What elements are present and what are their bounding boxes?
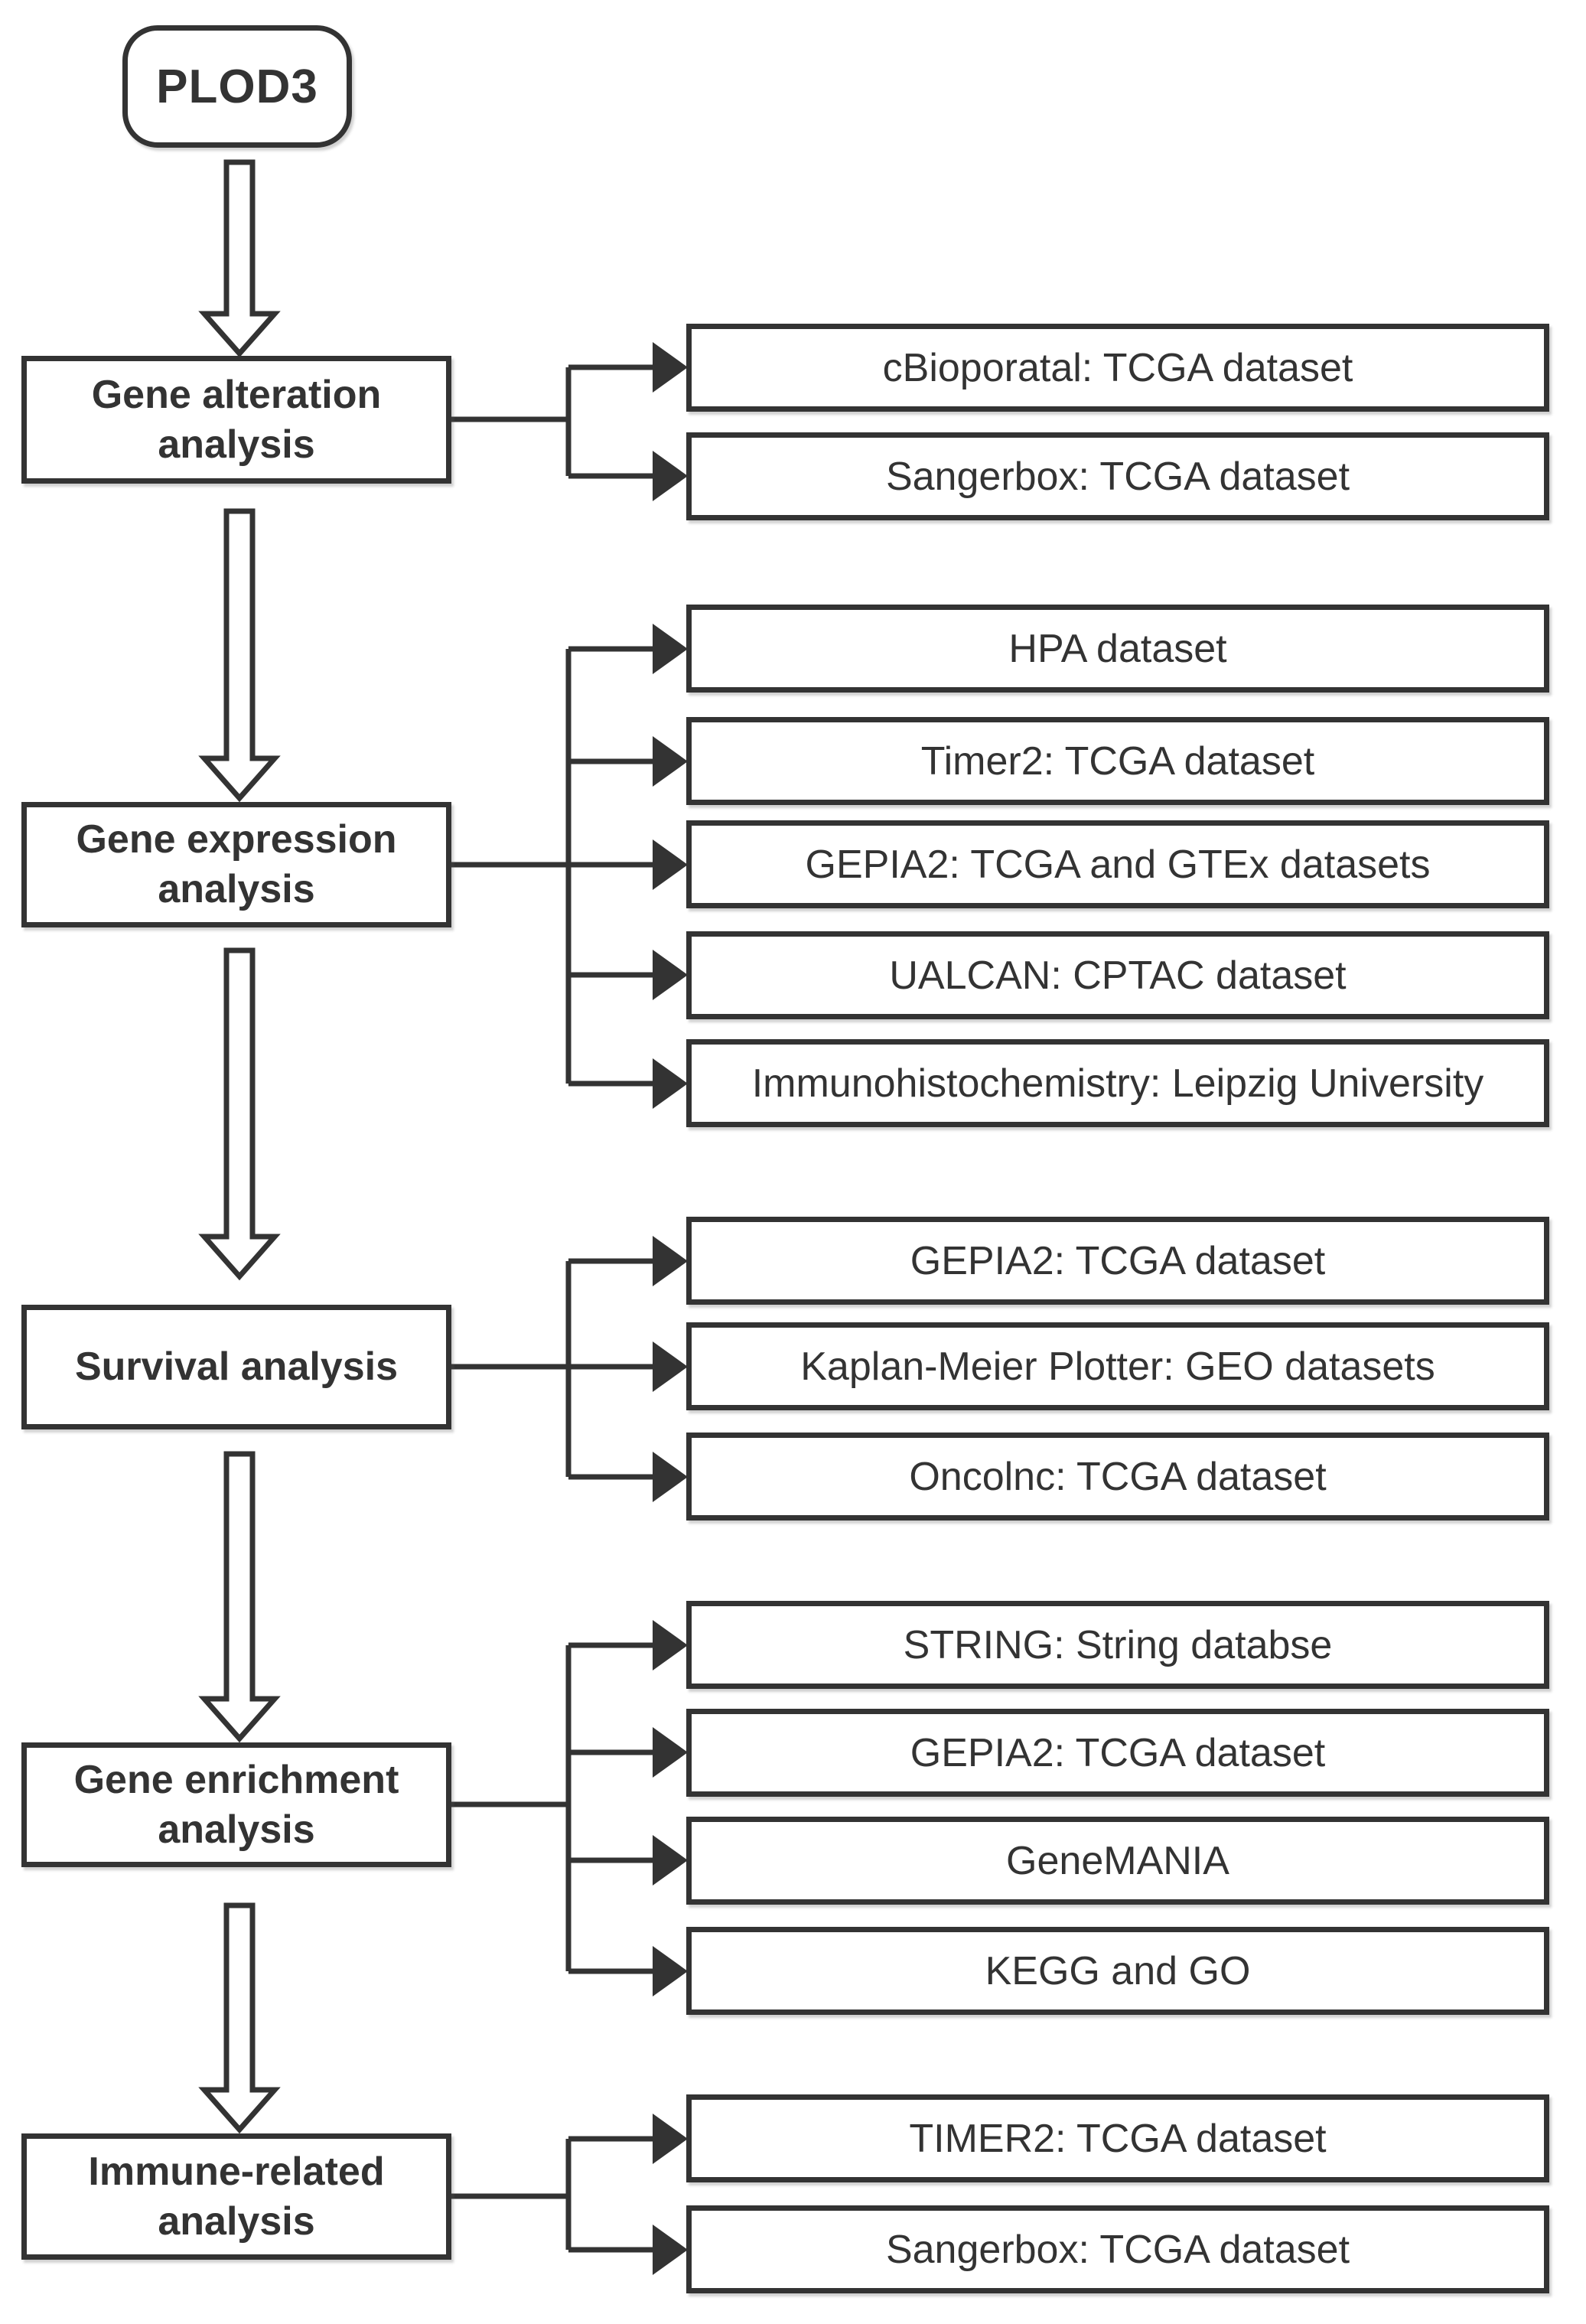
output-box-timer2-tcga: Timer2: TCGA dataset	[686, 717, 1549, 805]
branch-connector-1	[451, 364, 656, 479]
arrowhead-icon	[653, 342, 688, 393]
arrowhead-icon	[653, 451, 688, 501]
stage-label: Gene enrichment analysis	[73, 1757, 399, 1852]
stage-label: Immune-related analysis	[88, 2149, 385, 2244]
stage-label: Survival analysis	[74, 1345, 399, 1389]
output-box-gepia2-tcga-enrichment: GEPIA2: TCGA dataset	[686, 1709, 1549, 1797]
output-box-timer2-tcga-immune: TIMER2: TCGA dataset	[686, 2094, 1549, 2182]
branch-connector-5	[451, 2136, 656, 2253]
output-label: Kaplan-Meier Plotter: GEO datasets	[800, 1344, 1435, 1389]
start-node-plod3: PLOD3	[122, 25, 352, 148]
output-box-sangerbox-tcga: Sangerbox: TCGA dataset	[686, 432, 1549, 520]
stage-label: Gene expression analysis	[76, 817, 397, 911]
start-node-label: PLOD3	[156, 60, 318, 113]
stage-box-gene-expression-analysis: Gene expression analysis	[21, 802, 451, 927]
arrowhead-icon	[653, 950, 688, 1000]
output-box-oncolnc-tcga: Oncolnc: TCGA dataset	[686, 1433, 1549, 1521]
output-label: Timer2: TCGA dataset	[920, 738, 1315, 784]
output-label: GEPIA2: TCGA and GTEx datasets	[805, 842, 1431, 887]
arrowhead-icon	[653, 1946, 688, 1996]
down-arrow-icon-4	[198, 1451, 281, 1743]
arrowhead-icon	[653, 2114, 688, 2164]
output-label: GeneMANIA	[1006, 1838, 1229, 1883]
output-label: GEPIA2: TCGA dataset	[910, 1238, 1326, 1283]
arrowhead-icon	[653, 736, 688, 787]
output-box-gepia2-tcga-survival: GEPIA2: TCGA dataset	[686, 1217, 1549, 1305]
output-box-string-database: STRING: String databse	[686, 1601, 1549, 1689]
stage-box-survival-analysis: Survival analysis	[21, 1305, 451, 1429]
arrowhead-icon	[653, 2225, 688, 2275]
output-label: Sangerbox: TCGA dataset	[885, 2227, 1350, 2272]
down-arrow-icon-5	[198, 1902, 281, 2134]
output-label: cBioporatal: TCGA dataset	[882, 345, 1353, 390]
output-label: KEGG and GO	[985, 1948, 1251, 1993]
output-label: HPA dataset	[1008, 626, 1227, 671]
arrowhead-icon	[653, 1835, 688, 1886]
stage-box-gene-enrichment-analysis: Gene enrichment analysis	[21, 1742, 451, 1867]
output-box-cbioporatal-tcga: cBioporatal: TCGA dataset	[686, 324, 1549, 412]
output-label: UALCAN: CPTAC dataset	[889, 953, 1347, 998]
arrowhead-icon	[653, 1727, 688, 1778]
output-box-genemania: GeneMANIA	[686, 1817, 1549, 1905]
branch-connector-3	[451, 1258, 656, 1480]
output-box-gepia2-tcga-gtex: GEPIA2: TCGA and GTEx datasets	[686, 820, 1549, 908]
output-box-immunohistochemistry-leipzig: Immunohistochemistry: Leipzig University	[686, 1039, 1549, 1127]
branch-connector-4	[451, 1642, 656, 1974]
down-arrow-icon-3	[198, 947, 281, 1281]
down-arrow-icon-2	[198, 508, 281, 803]
output-label: Immunohistochemistry: Leipzig University	[751, 1061, 1484, 1106]
arrowhead-icon	[653, 1452, 688, 1502]
arrowhead-icon	[653, 1236, 688, 1286]
branch-connector-2	[451, 646, 656, 1087]
stage-box-immune-related-analysis: Immune-related analysis	[21, 2133, 451, 2260]
arrowhead-icon	[653, 1058, 688, 1109]
output-label: GEPIA2: TCGA dataset	[910, 1730, 1326, 1775]
arrowhead-icon	[653, 1341, 688, 1392]
stage-label: Gene alteration analysis	[91, 372, 382, 467]
output-box-kaplan-meier-plotter-geo: Kaplan-Meier Plotter: GEO datasets	[686, 1322, 1549, 1410]
down-arrow-icon-1	[198, 159, 281, 358]
output-box-sangerbox-tcga-immune: Sangerbox: TCGA dataset	[686, 2205, 1549, 2293]
output-box-hpa-dataset: HPA dataset	[686, 605, 1549, 693]
output-label: TIMER2: TCGA dataset	[909, 2116, 1327, 2161]
arrowhead-icon	[653, 624, 688, 674]
output-box-kegg-and-go: KEGG and GO	[686, 1927, 1549, 2015]
output-label: Oncolnc: TCGA dataset	[909, 1454, 1327, 1499]
arrowhead-icon	[653, 839, 688, 890]
output-label: STRING: String databse	[903, 1622, 1333, 1667]
arrowhead-icon	[653, 1620, 688, 1670]
output-box-ualcan-cptac: UALCAN: CPTAC dataset	[686, 931, 1549, 1019]
output-label: Sangerbox: TCGA dataset	[885, 454, 1350, 499]
stage-box-gene-alteration-analysis: Gene alteration analysis	[21, 356, 451, 484]
